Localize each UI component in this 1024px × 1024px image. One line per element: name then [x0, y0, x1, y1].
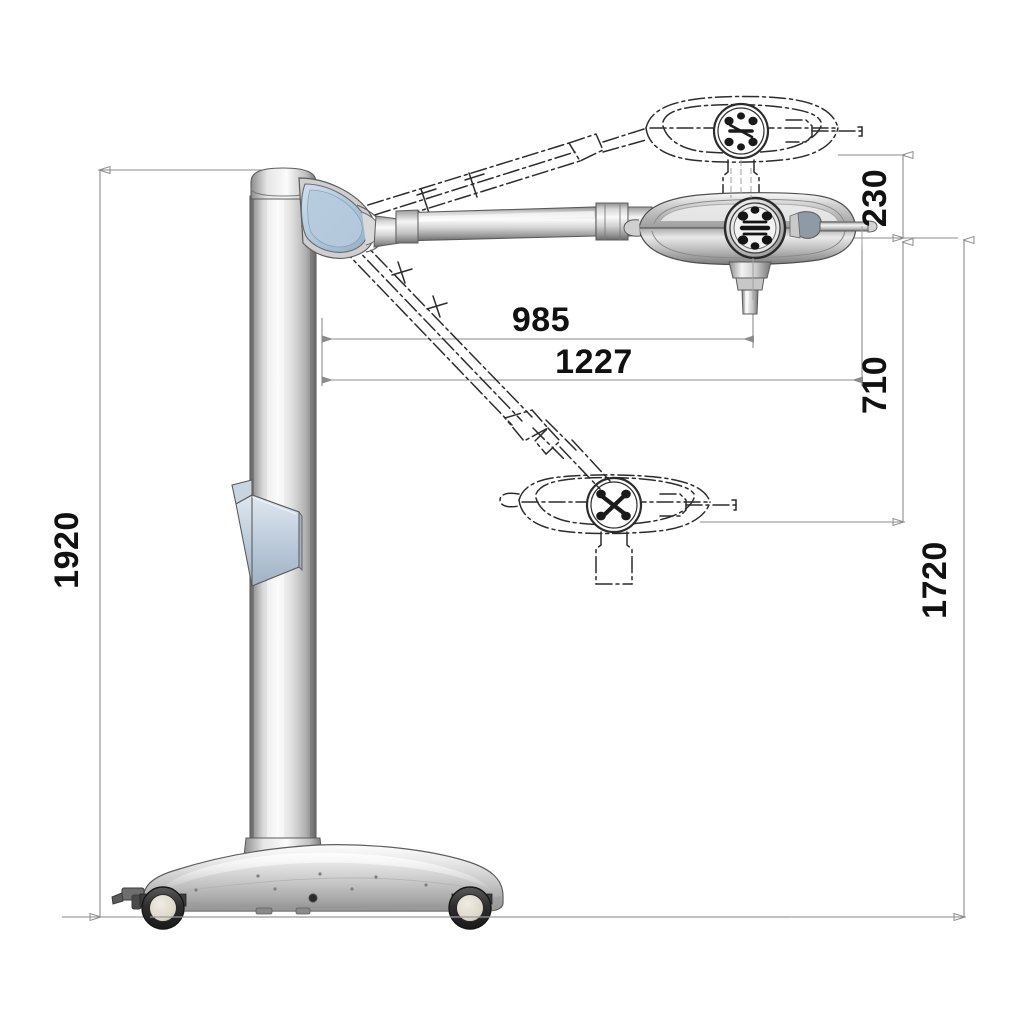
head-centreline [730, 160, 863, 300]
base-port [308, 893, 318, 903]
column-handle [231, 479, 303, 587]
dim-label-710: 710 [856, 356, 894, 414]
dim-label-1920: 1920 [48, 511, 86, 589]
dimension-labels: 1920 230 710 1720 985 1227 [48, 169, 954, 619]
dim-label-985: 985 [512, 301, 570, 339]
light-head-upper-lens-hub [712, 102, 770, 160]
dim-label-230: 230 [856, 169, 894, 227]
light-head-lower-lens-hub [585, 476, 643, 534]
caster-rear [448, 886, 493, 930]
dimension-layer [62, 155, 966, 917]
light-head-main-lens-hub [723, 196, 787, 260]
mobile-base [142, 837, 504, 915]
caster-front [111, 886, 187, 930]
spring-arm-lower-phantom [339, 235, 611, 490]
dim-label-1227: 1227 [555, 343, 633, 381]
light-head-lower-phantom [499, 474, 737, 585]
dim-label-1720: 1720 [916, 541, 954, 619]
spring-arm-upper-phantom [341, 128, 647, 233]
